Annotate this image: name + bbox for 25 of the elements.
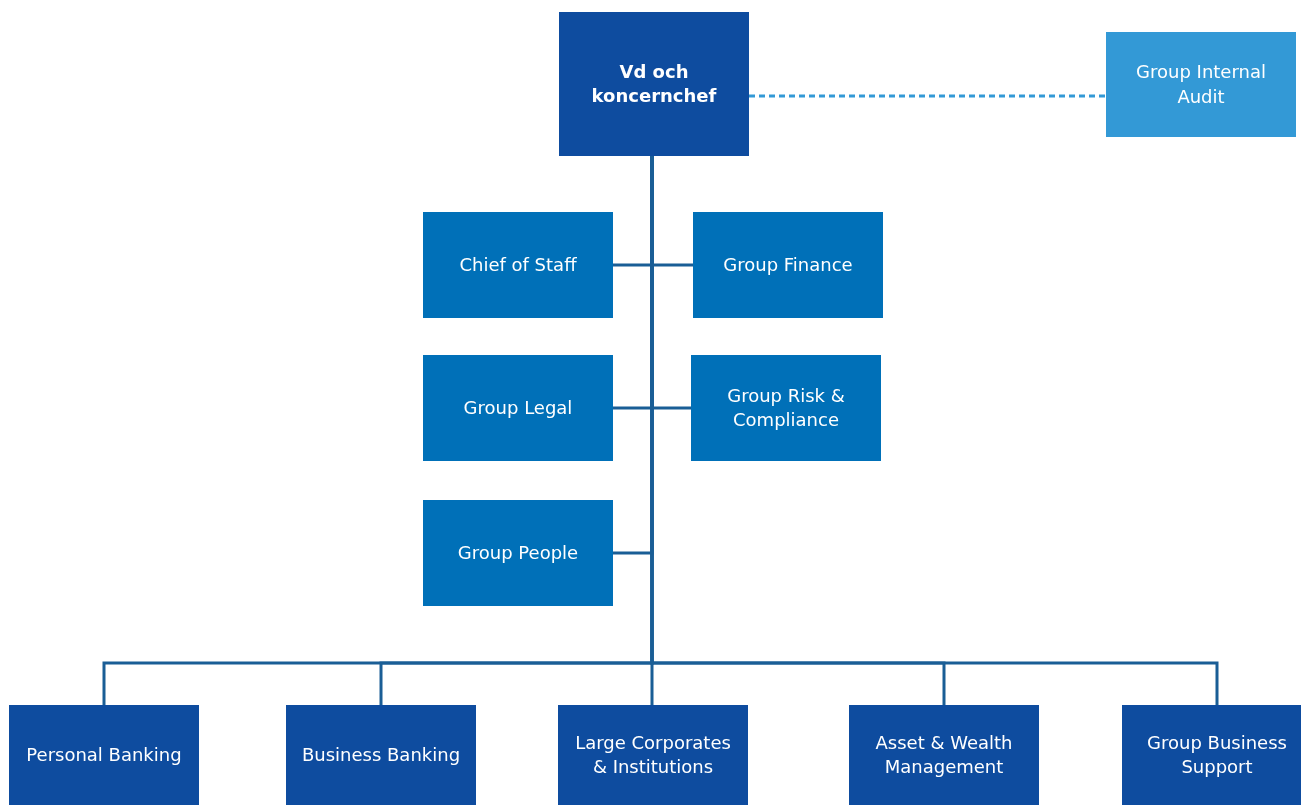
- unit-name: Group Legal: [463, 395, 573, 420]
- unit-name: Business Banking: [301, 742, 461, 767]
- unit-name: Group People: [457, 540, 579, 565]
- unit-name: Personal Banking: [26, 742, 182, 767]
- unit-name: Chief of Staff: [459, 252, 577, 277]
- unit-name: Vd och koncernchef: [590, 59, 718, 108]
- connector-line: [749, 94, 1106, 98]
- unit-name: Group Finance: [723, 252, 853, 277]
- org-unit-box: [423, 212, 613, 318]
- unit-name: Group Internal Audit: [1135, 60, 1267, 109]
- org-unit-box: [9, 705, 199, 805]
- unit-name: Group Risk & Compliance: [726, 383, 846, 432]
- org-unit-box: [558, 705, 748, 805]
- org-unit-box: [559, 12, 749, 156]
- unit-name: Large Corporates & Institutions: [574, 730, 732, 779]
- unit-name: Group Business Support: [1146, 730, 1288, 779]
- org-unit-box: [1122, 705, 1301, 805]
- org-unit-box: [693, 212, 883, 318]
- org-unit-box: [286, 705, 476, 805]
- org-unit-box: [691, 355, 881, 461]
- org-unit-box: [423, 500, 613, 606]
- org-unit-box: [423, 355, 613, 461]
- org-unit-box: [849, 705, 1039, 805]
- unit-name: Asset & Wealth Management: [874, 730, 1014, 779]
- org-unit-box: [1106, 32, 1296, 137]
